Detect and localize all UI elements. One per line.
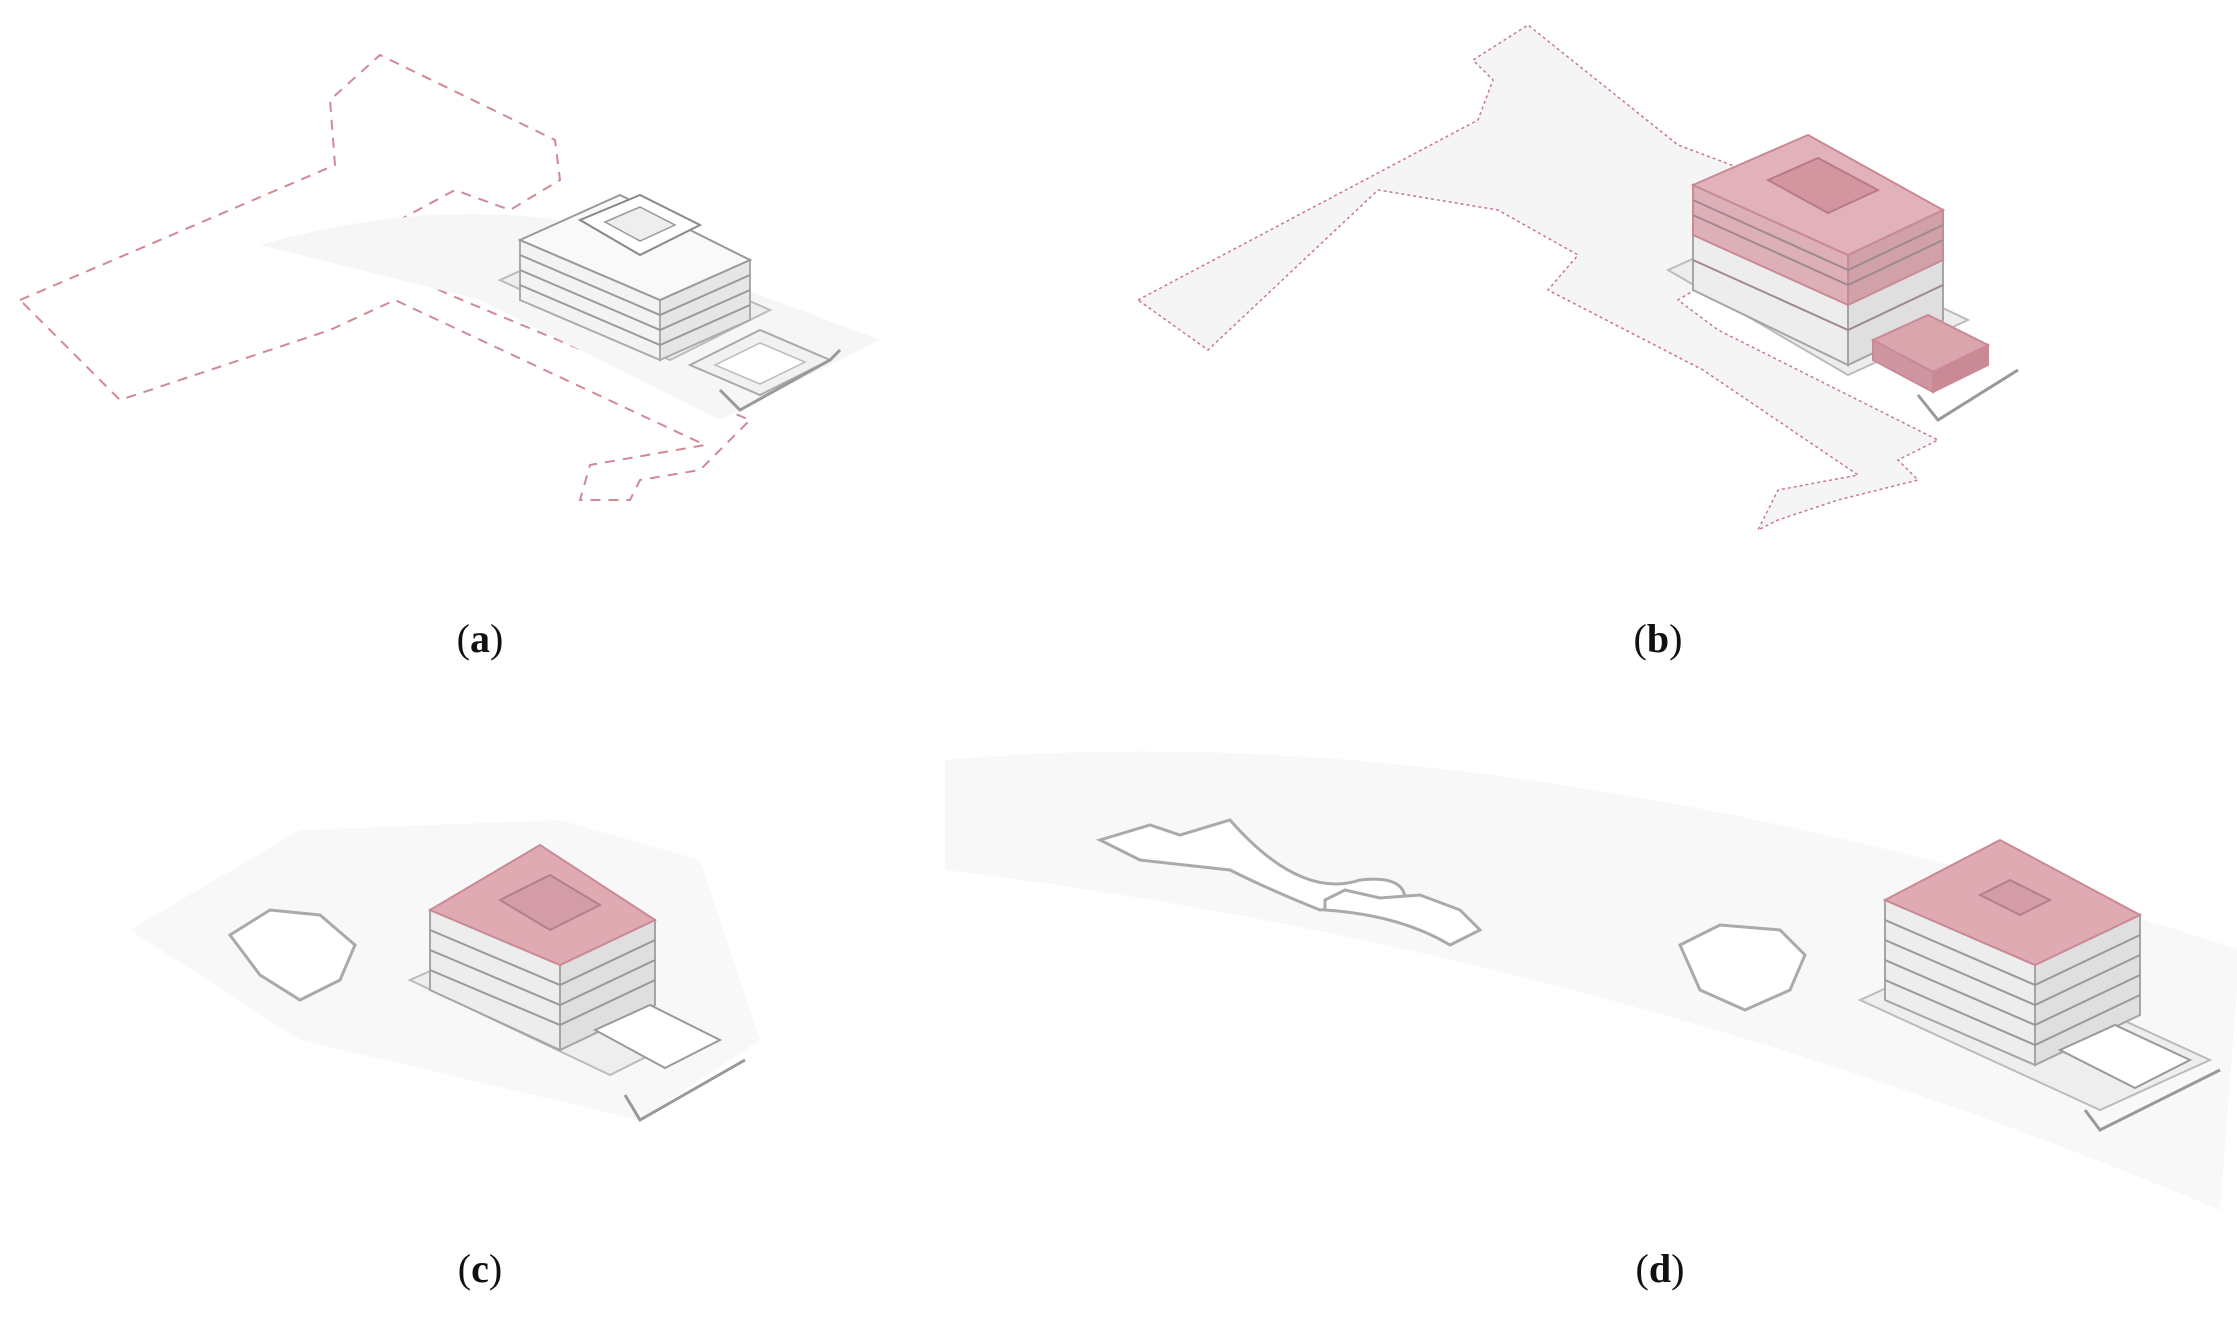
rooftop-court (603, 206, 677, 242)
annex-wall (1916, 368, 2019, 422)
octagon-void (227, 908, 357, 1002)
annex-wall (623, 1058, 746, 1123)
panel-d-drawing (945, 751, 2237, 1210)
annex-wall (2083, 1068, 2221, 1132)
caption-c: (c) (457, 1246, 503, 1291)
panel-c: (c) (0, 700, 900, 1340)
annex (2057, 1023, 2193, 1090)
site-plate (1136, 24, 1940, 532)
panel-d: (d) (900, 700, 2237, 1340)
floor-lines (1692, 199, 1944, 332)
panel-b-drawing (1136, 24, 2019, 532)
annex (592, 1003, 723, 1070)
rooftop-structure (1977, 878, 2053, 917)
floor-lines (519, 254, 751, 347)
rooftop-court (1765, 156, 1881, 215)
panel-c-drawing (130, 820, 760, 1123)
panel-a-drawing (18, 53, 880, 501)
caption-letter: c (471, 1246, 489, 1291)
highlighted-annex-right (1932, 343, 1989, 394)
panel-b: (b) (1118, 0, 2237, 661)
caption-b: (b) (1633, 616, 1683, 661)
rooftop-structure (497, 873, 603, 932)
panel-a: (a) (0, 0, 1118, 661)
caption-letter: d (1648, 1246, 1672, 1291)
floor-lines (1884, 919, 2141, 1047)
curved-void-left (1095, 818, 1407, 912)
annex-wall (718, 348, 842, 412)
octagon-void (1678, 923, 1807, 1012)
annex-courtyard (713, 342, 807, 385)
curved-void-middle (1323, 888, 1483, 947)
floor-lines (429, 929, 656, 1027)
caption-a: (a) (456, 616, 504, 661)
caption-letter: a (470, 616, 490, 661)
dashed-site-outline (18, 53, 752, 501)
caption-d: (d) (1635, 1246, 1685, 1291)
caption-letter: b (1646, 616, 1670, 661)
